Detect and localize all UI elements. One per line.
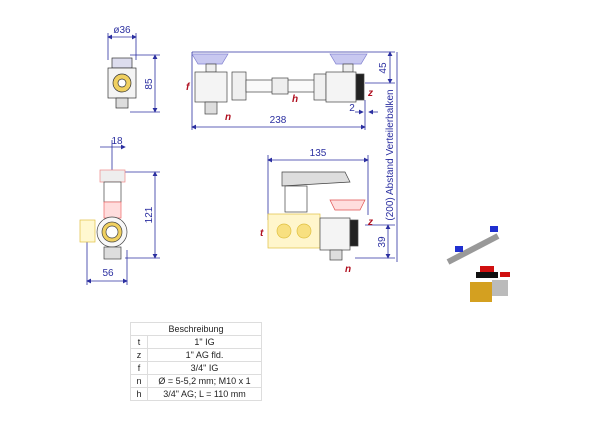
label-h: h xyxy=(292,94,298,105)
dim-135: 135 xyxy=(310,148,327,159)
valve-side-view xyxy=(79,169,128,260)
dim-238: 238 xyxy=(270,115,287,126)
label-z-front: z xyxy=(367,88,373,99)
label-f: f xyxy=(186,82,191,93)
product-photo xyxy=(446,226,510,302)
handle-grey xyxy=(281,171,351,187)
distributor-front-view xyxy=(191,53,368,115)
dim-121: 121 xyxy=(144,206,155,223)
dim-39: 39 xyxy=(377,236,388,248)
dim-diameter: ø36 xyxy=(113,25,131,36)
dim-56: 56 xyxy=(102,268,114,279)
dim-45: 45 xyxy=(378,62,389,74)
dim-18: 18 xyxy=(111,136,123,147)
dim-2: 2 xyxy=(349,103,355,114)
distributor-bottom-view xyxy=(267,171,366,261)
valve-top-view xyxy=(107,57,137,109)
label-t: t xyxy=(260,228,264,239)
handle-left xyxy=(191,53,229,65)
dim-distance: (200) Abstand Verteilerbalken xyxy=(385,89,396,220)
handle-right xyxy=(329,53,368,65)
dim-85: 85 xyxy=(144,78,155,90)
handle-red xyxy=(329,199,366,211)
table-header: Beschreibung xyxy=(130,322,262,336)
label-z-bottom: z xyxy=(367,217,373,228)
label-n-front: n xyxy=(225,112,231,123)
label-n-bottom: n xyxy=(345,264,351,275)
